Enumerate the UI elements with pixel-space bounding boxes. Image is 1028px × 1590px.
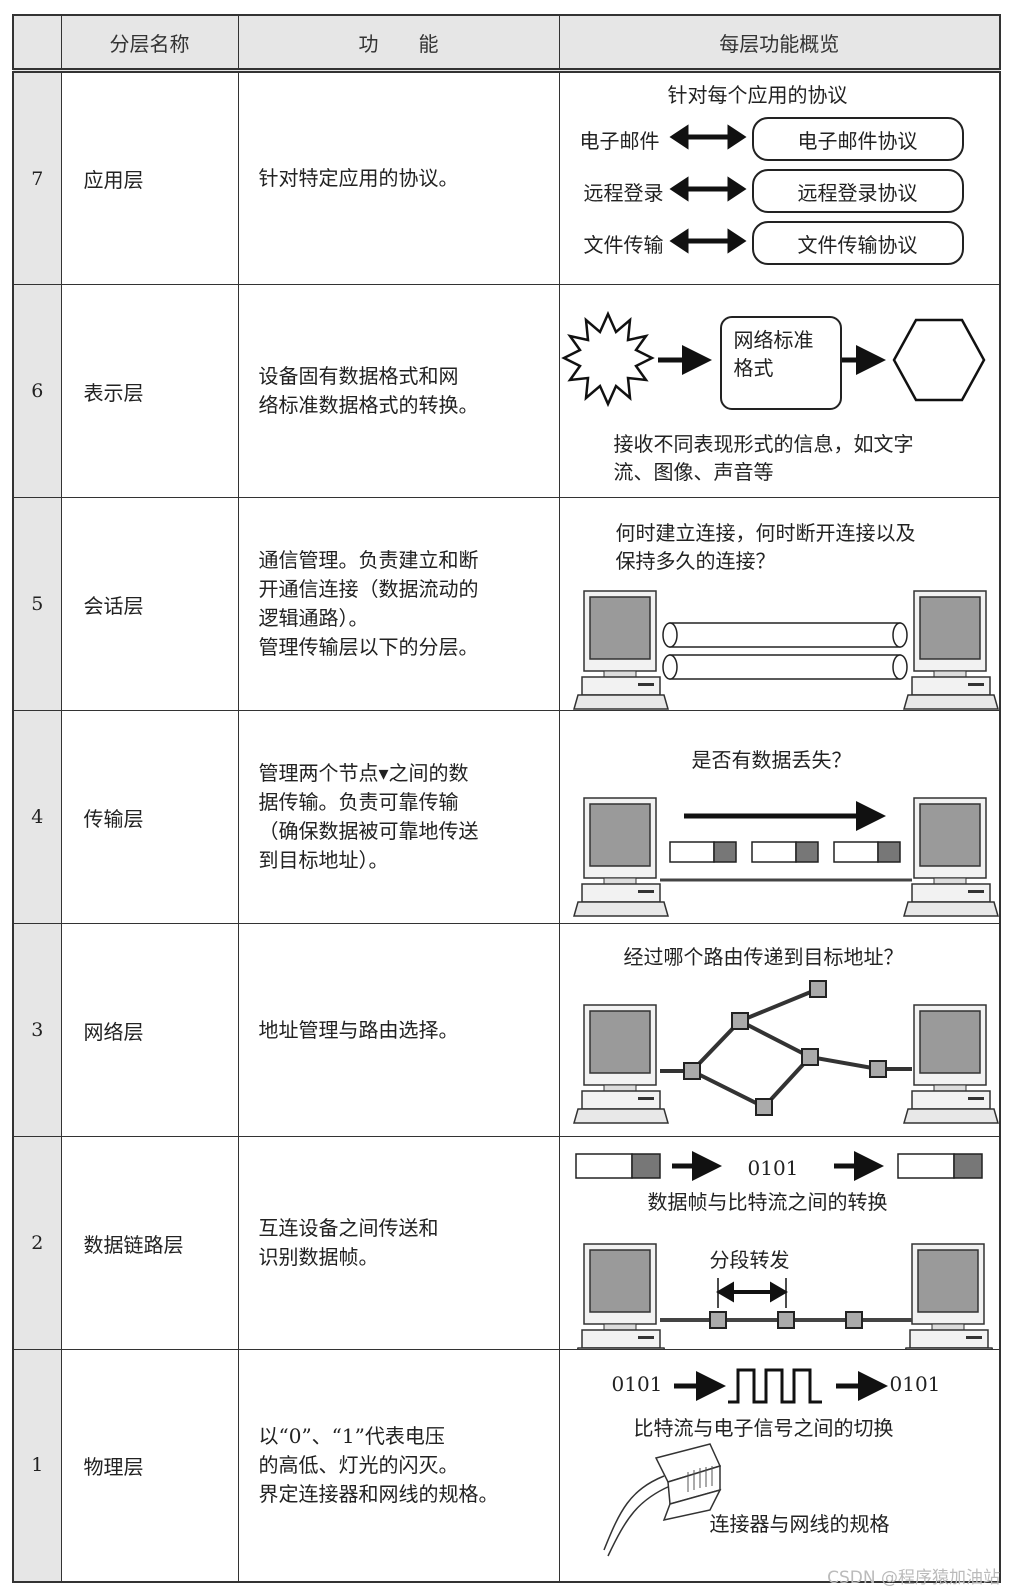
layer-name: 传输层 (60, 710, 239, 924)
starburst-icon (560, 310, 655, 407)
layer-overview: 经过哪个路由传递到目标地址？ (558, 923, 1001, 1137)
format-conversion-diagram (560, 310, 985, 407)
computer-icon (902, 589, 999, 710)
layer-name: 应用层 (60, 70, 239, 285)
layer-row-4: 4 传输层 管理两个节点▾之间的数据传输。负责可靠传输 （确保数据被可靠地传送到… (12, 710, 1001, 924)
layer-row-7: 7 应用层 针对特定应用的协议。 针对每个应用的协议 电子邮件 远程登录 文件传… (12, 70, 1001, 285)
session-diagram (572, 589, 999, 710)
routing-diagram (572, 979, 999, 1124)
physical-diagram (602, 1368, 888, 1557)
layer-function: 管理两个节点▾之间的数据传输。负责可靠传输 （确保数据被可靠地传送到目标地址）。 (237, 710, 560, 924)
transport-diagram (572, 796, 999, 917)
layer-name: 会话层 (60, 497, 239, 711)
layer-number: 3 (12, 923, 62, 1137)
overview-title: 针对每个应用的协议 (667, 83, 848, 107)
layer-name: 数据链路层 (60, 1136, 239, 1350)
watermark: CSDN @程序猿加油站 (827, 1568, 1000, 1588)
packet-icon (668, 840, 901, 863)
layer-row-3: 3 网络层 地址管理与路由选择。 经过哪个路由传递到目标地址？ (12, 923, 1001, 1137)
protocol-box: 远程登录协议 (751, 169, 964, 213)
layer-row-2: 2 数据链路层 互连设备之间传送和识别数据帧。 0101 数据帧与比特流之间的转… (12, 1136, 1001, 1350)
layer-row-6: 6 表示层 设备固有数据格式和网络标准数据格式的转换。 网络标准 格式 接收不同… (12, 284, 1001, 498)
layer-overview: 是否有数据丢失？ (558, 710, 1001, 924)
computer-icon (572, 589, 669, 710)
layer-name: 表示层 (60, 284, 239, 498)
header-num (12, 14, 62, 73)
header-row: 分层名称 功 能 每层功能概览 (12, 14, 1001, 73)
double-arrow-icon (668, 124, 747, 254)
computer-icon (572, 1242, 669, 1349)
layer-overview: 0101 数据帧与比特流之间的转换 分段转发 (558, 1136, 1001, 1350)
datalink-diagram (572, 1150, 997, 1349)
layer-function: 针对特定应用的协议。 (237, 70, 560, 285)
layer-overview: 何时建立连接，何时断开连接以及 保持多久的连接？ (558, 497, 1001, 711)
computer-icon (902, 796, 999, 917)
connector-icon (602, 1443, 721, 1557)
layer-function: 以“0”、“1”代表电压的高低、灯光的闪灭。 界定连接器和网线的规格。 (237, 1349, 560, 1582)
layer-number: 5 (12, 497, 62, 711)
layer-row-1: 1 物理层 以“0”、“1”代表电压的高低、灯光的闪灭。 界定连接器和网线的规格… (12, 1349, 1001, 1582)
header-layer-name: 分层名称 (60, 14, 239, 73)
layer-name: 网络层 (60, 923, 239, 1137)
protocol-box: 文件传输协议 (751, 221, 964, 265)
square-wave-icon (727, 1368, 822, 1404)
layer-function: 互连设备之间传送和识别数据帧。 (237, 1136, 560, 1350)
node-icon (708, 1310, 863, 1329)
frame-icon (574, 1152, 983, 1179)
layer-overview: 0101 0101 比特流与电子信号之间的切换 连接器与网线的规格 (558, 1349, 1001, 1582)
layer-number: 2 (12, 1136, 62, 1350)
layer-function: 通信管理。负责建立和断开通信连接（数据流动的 逻辑通路）。管理传输层以下的分层。 (237, 497, 560, 711)
layer-function: 地址管理与路由选择。 (237, 923, 560, 1137)
computer-icon (900, 1242, 997, 1349)
layer-overview: 网络标准 格式 接收不同表现形式的信息，如文字 流、图像、声音等 (558, 284, 1001, 498)
layer-number: 1 (12, 1349, 62, 1582)
osi-layer-table: 分层名称 功 能 每层功能概览 7 应用层 针对特定应用的协议。 针对每个应用的… (12, 14, 1001, 1583)
computer-icon (572, 796, 669, 917)
hexagon-icon (892, 318, 985, 401)
header-overview: 每层功能概览 (558, 14, 1001, 73)
layer-function: 设备固有数据格式和网络标准数据格式的转换。 (237, 284, 560, 498)
network-standard-format-box: 网络标准 格式 (719, 315, 842, 410)
layer-overview: 针对每个应用的协议 电子邮件 远程登录 文件传输 电子邮件协议 远程登录协议 文… (558, 70, 1001, 285)
computer-icon (902, 1003, 999, 1124)
double-arrow-icon (715, 1281, 788, 1302)
computer-icon (572, 1003, 669, 1124)
layer-name: 物理层 (60, 1349, 239, 1582)
protocol-box: 电子邮件协议 (751, 117, 964, 161)
layer-number: 4 (12, 710, 62, 924)
pipe-icon (661, 621, 908, 680)
header-function: 功 能 (237, 14, 560, 73)
router-icon (682, 979, 887, 1116)
layer-number: 6 (12, 284, 62, 498)
layer-row-5: 5 会话层 通信管理。负责建立和断开通信连接（数据流动的 逻辑通路）。管理传输层… (12, 497, 1001, 711)
layer-number: 7 (12, 70, 62, 285)
